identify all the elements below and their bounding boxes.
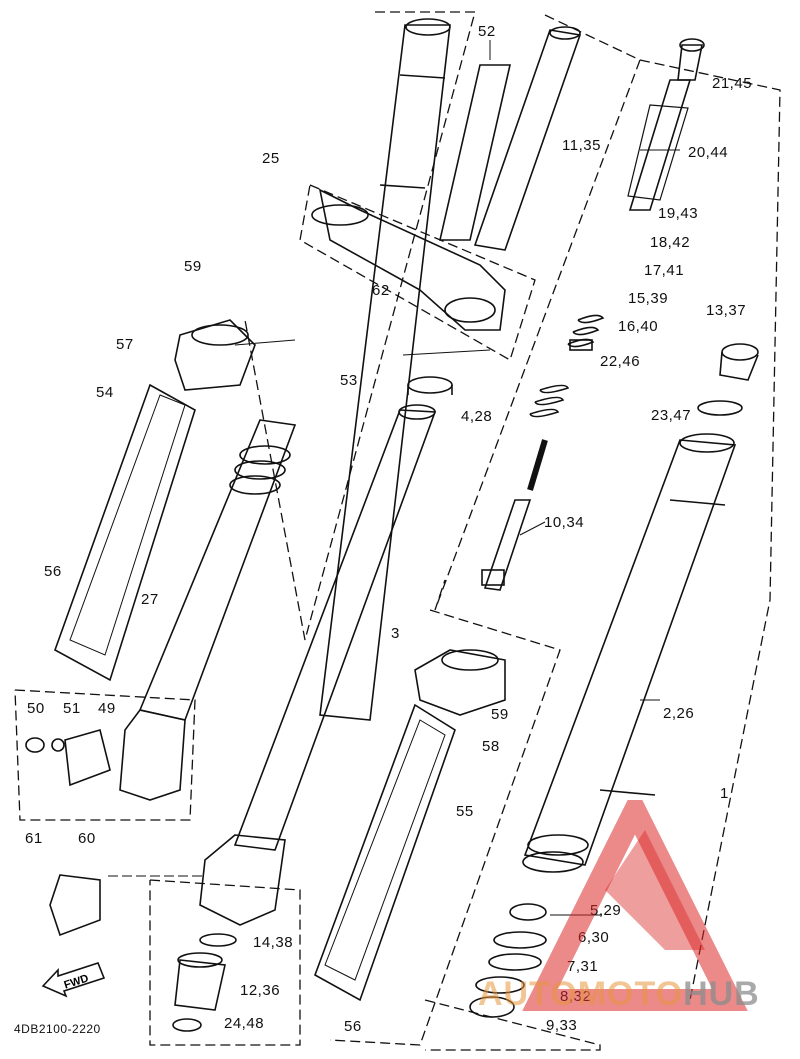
lower-left-group-outline [14,689,196,821]
callout-49: 49 [98,700,116,717]
callout-59-mid: 59 [491,706,509,723]
callout-55: 55 [456,803,474,820]
seal-5 [509,903,547,921]
inner-tube-center [233,409,437,851]
callout-62: 62 [372,282,390,299]
bolt-12 [174,959,226,1011]
guard-group-outline [329,609,561,1046]
thread-rod-52 [438,64,512,241]
callout-53: 53 [340,372,358,389]
callout-12-36: 12,36 [240,982,281,999]
inner-tube-left-top [405,18,451,36]
callout-54: 54 [96,384,114,401]
damper-rod-20 [628,79,692,211]
callout-9-33: 9,33 [546,1017,578,1034]
callout-10-34: 10,34 [544,514,585,531]
oring-23 [697,400,743,416]
callout-1: 1 [720,785,729,802]
oring-14 [199,933,237,947]
bottom-right-group-outline [424,999,601,1051]
callout-24-48: 24,48 [224,1015,265,1032]
callout-11-35: 11,35 [562,137,601,154]
callout-25: 25 [262,150,280,167]
callout-52: 52 [478,23,496,40]
axle-bracket-center [199,834,286,926]
right-fork-group-outline [434,14,641,611]
callout-2-26: 2,26 [663,705,695,722]
clamp-57 [174,319,256,391]
callout-14-38: 14,38 [253,934,294,951]
callout-17-41: 17,41 [644,262,685,279]
fork-guard-55 [314,703,456,1002]
callout-57: 57 [116,336,134,353]
callout-7-31: 7,31 [567,958,599,975]
spring-22 [567,314,605,348]
bracket-60 [49,874,101,937]
cap-bolt-13 [721,343,759,361]
callout-60: 60 [78,830,96,847]
collar-4 [407,376,453,394]
callout-15-39: 15,39 [628,290,669,307]
callout-58: 58 [482,738,500,755]
lower-center-group-outline [149,879,301,1046]
spring-lower [529,384,570,418]
bracket-49 [64,729,111,787]
callout-23-47: 23,47 [651,407,692,424]
watermark-text: AUTOMOTOHUB [478,975,760,1013]
washer-24 [172,1018,202,1032]
ring-8 [475,976,525,994]
piston-rod-10 [483,499,532,591]
clamp-58 [414,649,506,716]
outer-tube-right [523,439,737,866]
callout-22-46: 22,46 [600,353,641,370]
fwd-direction-arrow: FWD [41,962,106,998]
diagram-code: 4DB2100-2220 [14,1022,101,1036]
callout-27: 27 [141,591,159,608]
inner-tube-left [319,24,451,721]
callout-16-40: 16,40 [618,318,659,335]
callout-4-28: 4,28 [461,408,493,425]
callout-6-30: 6,30 [578,929,610,946]
fork-guard-54 [54,383,196,682]
bushing-9 [469,996,515,1018]
ring-6 [493,931,547,949]
washer-51 [51,738,65,752]
callout-50: 50 [27,700,45,717]
callout-13-37: 13,37 [706,302,747,319]
callout-59-top: 59 [184,258,202,275]
left-fork-group-outline [244,11,476,641]
outer-tube-left [138,419,297,721]
bolt-50 [25,737,45,753]
callout-18-42: 18,42 [650,234,691,251]
crown-group-outline [299,184,536,361]
ring-7 [488,953,542,971]
callout-51: 51 [63,700,81,717]
callout-19-43: 19,43 [658,205,699,222]
callout-20-44: 20,44 [688,144,729,161]
watermark-logo [522,800,748,1011]
triple-clamp-25 [318,188,506,331]
callout-21-45: 21,45 [712,75,753,92]
callout-3: 3 [391,625,400,642]
outer-fork-group-outline [639,59,781,1001]
spring-tube-upper [473,29,582,251]
callout-56-bottom: 56 [344,1018,362,1035]
callout-61: 61 [25,830,43,847]
axle-bracket-left [119,709,186,801]
callout-56-left: 56 [44,563,62,580]
